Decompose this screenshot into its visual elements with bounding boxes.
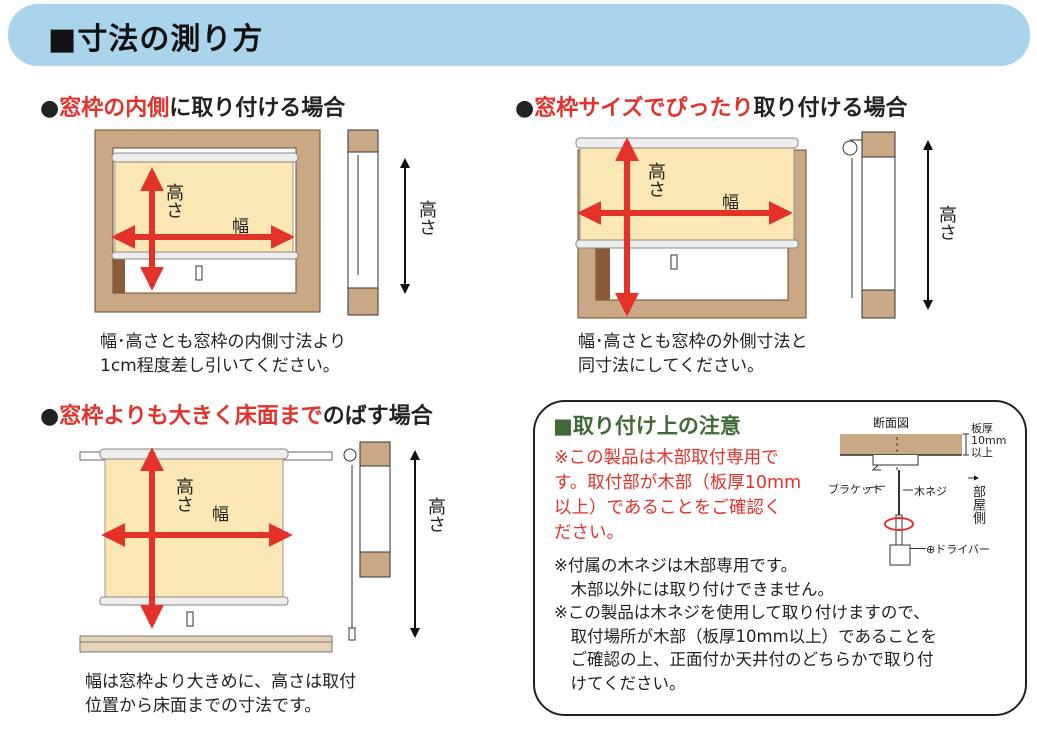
floor-length-window [79, 447, 333, 653]
page-title: ■寸法の測り方 [48, 22, 264, 57]
caption-exact-fit: 幅･高さとも窓枠の外側寸法と同寸法にしてください。 [578, 330, 808, 378]
side-height-label: 高さ [425, 497, 446, 533]
thickness-line: 以上 [971, 446, 993, 459]
bullet: ● [515, 96, 535, 121]
notice-line: ※付属の木ネジは木部専用です。 [554, 556, 798, 575]
warning-line: 以上）であることをご確認く [554, 498, 782, 518]
notice-line: けてください。 [554, 673, 686, 693]
caption-line: 幅は窓枠より大きめに、高さは取付 [85, 672, 357, 692]
thickness-line: 10mm [971, 434, 1007, 447]
notice-warning: ※この製品は木部取付専用で す。取付部が木部（板厚10mm 以上）であることをご… [554, 446, 801, 546]
inside-mount-side-view [347, 129, 410, 316]
heading-text: に取り付ける場合 [169, 96, 346, 121]
notice-box [533, 400, 1027, 716]
notice-body: ※付属の木ネジは木部専用です。 木部以外には取り付けできません。 ※この製品は木… [554, 554, 937, 695]
floor-length-side-view [343, 441, 420, 641]
caption-line: 位置から床面までの寸法です。 [85, 696, 322, 716]
driver-leader-line [910, 548, 926, 549]
notice-line: 木部以外には取り付けできません。 [554, 579, 835, 599]
height-label: 高さ [173, 477, 194, 513]
warning-line: ※この製品は木部取付専用で [554, 448, 779, 468]
width-label: 幅 [212, 505, 229, 525]
caption-line: 幅･高さとも窓枠の内側寸法より [100, 332, 347, 352]
driver-label: ⊕ドライバー [926, 543, 990, 556]
caption-floor-length: 幅は窓枠より大きめに、高さは取付位置から床面までの寸法です。 [85, 670, 356, 718]
width-label: 幅 [232, 217, 249, 237]
section-heading-exact-fit: ●窓枠サイズでぴったり取り付ける場合 [515, 90, 908, 122]
bullet: ● [40, 96, 60, 121]
heading-highlight: 窓枠サイズでぴったり [534, 96, 754, 121]
side-height-label: 高さ [936, 205, 957, 241]
width-label: 幅 [722, 193, 739, 213]
caption-line: 幅･高さとも窓枠の外側寸法と [578, 332, 808, 352]
bracket-label: ブラケット [828, 483, 883, 496]
height-label: 高さ [645, 162, 666, 198]
side-height-label: 高さ [416, 200, 437, 236]
caption-line: 同寸法にしてください。 [578, 356, 764, 376]
thickness-line: 板厚 [971, 422, 993, 435]
room-side-label: 部屋側 [970, 485, 985, 524]
notice-line: ご確認の上、正面付か天井付のどちらかで取り付 [554, 650, 934, 669]
heading-text: 取り付ける場合 [753, 96, 908, 121]
warning-line: ださい。 [554, 523, 624, 543]
notice-line: ※この製品は木ネジを使用して取り付けますので、 [554, 603, 930, 622]
cross-section-diagram [840, 433, 979, 566]
caption-line: 1cm程度差し引いてください。 [100, 356, 340, 376]
bullet: ● [40, 404, 60, 429]
notice-title: ■取り付け上の注意 [553, 410, 741, 440]
diagram-title: 断面図 [873, 416, 910, 430]
heading-text: のばす場合 [322, 404, 433, 429]
notice-line: 取付場所が木部（板厚10mm以上）であることを [554, 626, 937, 646]
green-square: ■ [553, 414, 573, 438]
warning-line: す。取付部が木部（板厚10mm [554, 473, 802, 493]
section-heading-inside-mount: ●窓枠の内側に取り付ける場合 [40, 90, 345, 122]
caption-inside-mount: 幅･高さとも窓枠の内側寸法より 1cm程度差し引いてください。 [100, 330, 346, 378]
section-heading-floor-length: ●窓枠よりも大きく床面までのばす場合 [40, 398, 433, 430]
notice-title-text: 取り付け上の注意 [572, 414, 741, 438]
header-banner [8, 4, 1030, 66]
inside-mount-window [94, 129, 321, 313]
screw-label: 木ネジ [914, 485, 947, 498]
heading-highlight: 窓枠の内側 [59, 96, 170, 121]
heading-highlight: 窓枠よりも大きく床面まで [59, 404, 323, 429]
exact-fit-side-view [842, 131, 933, 319]
exact-fit-window [575, 137, 807, 319]
height-label: 高さ [163, 183, 184, 219]
